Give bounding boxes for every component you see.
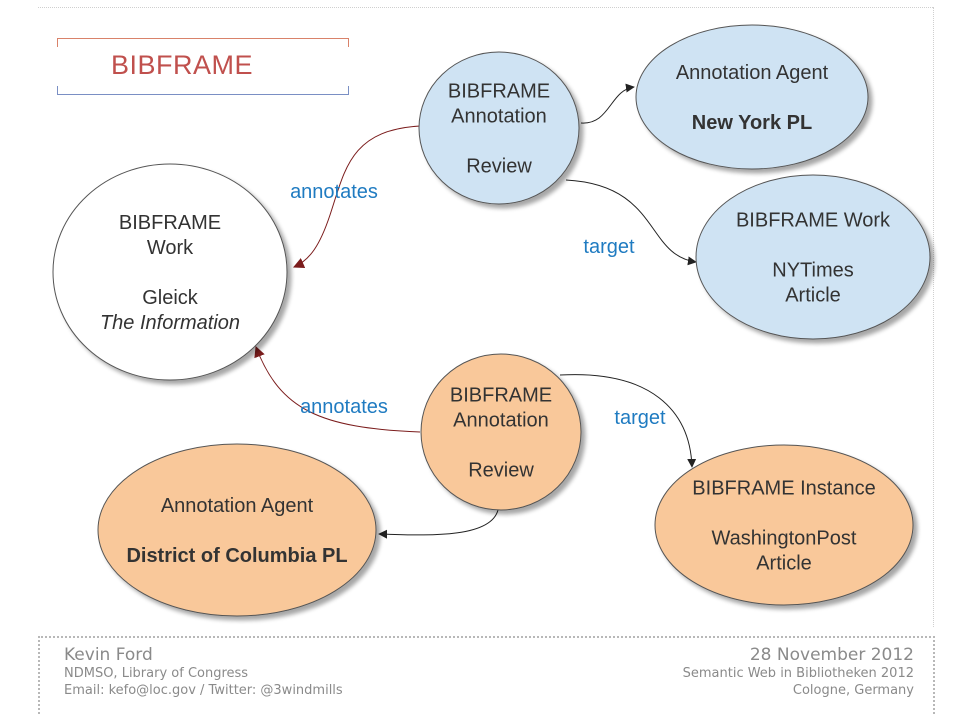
node-text-line: BIBFRAME (448, 81, 550, 103)
node-text-line: Annotation Agent (161, 495, 314, 517)
slide-frame-right (933, 7, 934, 627)
edge-dcpl-annotates (254, 345, 421, 433)
node-shape (635, 24, 869, 170)
node-text-line: Gleick (142, 287, 199, 309)
node-shape (695, 174, 931, 340)
edge-label-dcpl-target: target (614, 407, 666, 429)
node-text-line: NYTimes (772, 260, 853, 282)
footer-left-edge (38, 636, 40, 714)
node-text-line: Work (147, 237, 194, 259)
node-text-line: Article (785, 285, 841, 307)
node-text-line: Review (466, 156, 532, 178)
edge-dcpl-agent (378, 509, 499, 539)
author-contact: Email: kefo@loc.gov / Twitter: @3windmil… (64, 683, 343, 698)
node-text-line: New York PL (692, 112, 812, 134)
node-text-line: District of Columbia PL (126, 545, 347, 567)
footer-divider (38, 636, 935, 638)
node-text-line: BIBFRAME (119, 212, 221, 234)
edge-nypl-agent (580, 83, 635, 124)
slide-title: BIBFRAME (110, 50, 254, 80)
edges-layer (254, 83, 697, 539)
node-text-line: The Information (100, 312, 240, 334)
event-location: Cologne, Germany (792, 683, 914, 698)
node-text-line: Annotation Agent (676, 62, 829, 84)
event-date: 28 November 2012 (749, 645, 914, 665)
node-shape (52, 163, 288, 381)
node-text-line: Annotation (451, 106, 547, 128)
node-text-line: Review (468, 460, 534, 482)
edge-label-nypl-target: target (583, 236, 635, 258)
node-text-line: BIBFRAME Instance (692, 478, 875, 500)
title-bracket-top (57, 38, 349, 47)
node-shape (418, 51, 580, 205)
node-text-line: WashingtonPost (712, 528, 857, 550)
edge-dcpl-target (559, 374, 697, 468)
author-affiliation: NDMSO, Library of Congress (64, 666, 249, 681)
edge-labels-layer: annotates target annotates target (290, 181, 666, 429)
footer-author: Kevin Ford NDMSO, Library of Congress Em… (64, 645, 343, 699)
footer-right-edge (933, 636, 935, 714)
slide-frame-top (38, 7, 933, 8)
node-shape (420, 353, 582, 511)
node-text-line: BIBFRAME Work (736, 210, 891, 232)
title-bracket-bottom (57, 86, 349, 95)
event-name: Semantic Web in Bibliotheken 2012 (682, 666, 914, 681)
node-text-line: Annotation (453, 410, 549, 432)
footer-event: 28 November 2012 Semantic Web in Bibliot… (683, 645, 914, 699)
node-text-line: BIBFRAME (450, 385, 552, 407)
edge-label-nypl-annotates: annotates (290, 181, 378, 203)
node-shape (654, 444, 914, 606)
node-text-line: Article (756, 553, 812, 575)
node-shape (97, 443, 377, 617)
edge-nypl-target (565, 179, 697, 266)
author-name: Kevin Ford (64, 645, 153, 665)
edge-label-dcpl-annotates: annotates (300, 396, 388, 418)
edge-nypl-annotates (292, 125, 421, 269)
